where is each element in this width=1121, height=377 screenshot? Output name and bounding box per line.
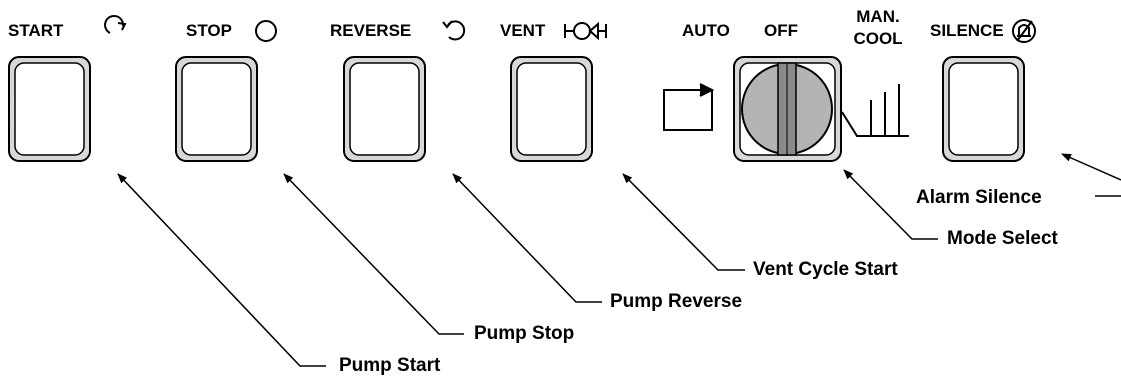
reverse-button[interactable] (343, 56, 426, 162)
mode-off-label: OFF (764, 21, 798, 40)
start-button[interactable] (8, 56, 91, 162)
mode-man-label: MAN. (856, 7, 900, 26)
start-label: START (8, 21, 64, 40)
leader-pump-stop (283, 173, 464, 335)
vent-label: VENT (500, 21, 546, 40)
reverse-label: REVERSE (330, 21, 412, 40)
mode-auto-label: AUTO (682, 21, 730, 40)
silence-label: SILENCE (930, 21, 1004, 40)
man-cool-position-icon (841, 84, 909, 137)
callout-pump-stop: Pump Stop (474, 323, 575, 344)
stop-label: STOP (186, 21, 232, 40)
leader-pump-reverse (452, 173, 602, 303)
callout-pump-start: Pump Start (339, 355, 441, 376)
leader-pump-start (117, 173, 326, 367)
mode-select-switch[interactable] (733, 56, 842, 162)
silence-button[interactable] (942, 56, 1025, 162)
crossed-bell-icon (1012, 19, 1036, 43)
mode-cool-label: COOL (853, 29, 903, 48)
stop-button[interactable] (175, 56, 258, 162)
auto-position-icon (663, 83, 715, 131)
callout-pump-reverse: Pump Reverse (610, 291, 743, 312)
callout-vent-cycle-start: Vent Cycle Start (753, 259, 898, 280)
counterclockwise-arrow-icon (442, 20, 466, 41)
clockwise-arrow-icon (104, 14, 127, 34)
leader-lines (117, 153, 1121, 367)
callout-mode-select: Mode Select (947, 228, 1058, 249)
leader-vent-cycle-start (622, 173, 745, 271)
valve-icon (564, 21, 607, 41)
leader-alarm-silence-arrow (1061, 153, 1121, 181)
vent-button[interactable] (510, 56, 593, 162)
callout-alarm-silence: Alarm Silence (916, 187, 1042, 208)
leader-mode-select (843, 169, 938, 240)
circle-icon (255, 20, 277, 42)
